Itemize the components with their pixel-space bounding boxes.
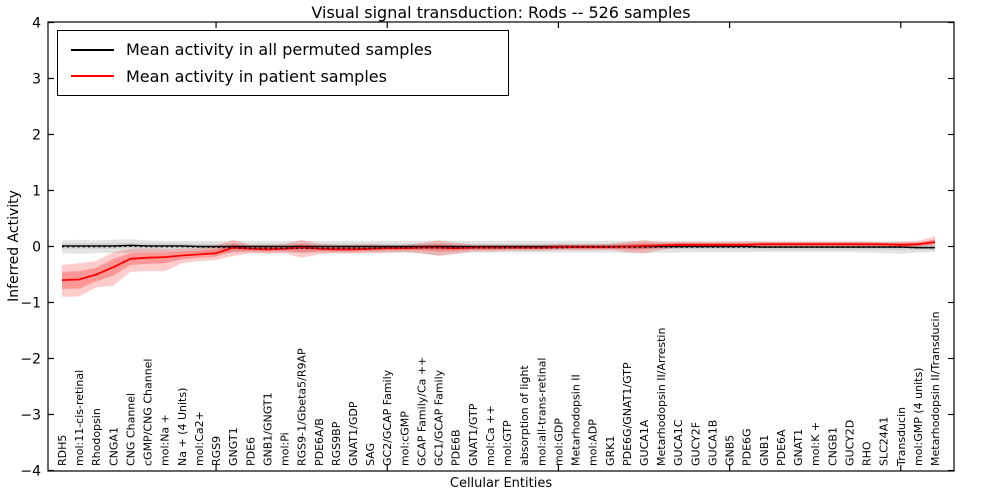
x-category-label: GNB5 [724, 435, 737, 466]
x-category-label: mol:Ca2+ [193, 411, 206, 466]
x-category-label: GNAT1/GTP [467, 403, 480, 466]
x-category-label: PDE6A/B [313, 418, 326, 466]
x-category-label: GNAT1 [792, 429, 805, 466]
y-tick-label: −2 [20, 352, 41, 368]
x-category-label: RGS9BP [330, 421, 343, 466]
legend-label-patient: Mean activity in patient samples [126, 66, 387, 86]
x-category-label: mol:Pi [279, 432, 292, 466]
x-category-label: GCAP Family/Ca ++ [415, 357, 428, 466]
x-category-label: SAG [364, 443, 377, 466]
x-category-label: GUCA1B [706, 420, 719, 466]
patient-outer-band [62, 236, 935, 297]
y-tick-label: 4 [32, 16, 41, 32]
x-category-label: cGMP/CNG Channel [142, 359, 155, 467]
x-category-label: GRK1 [604, 436, 617, 466]
permuted-line-swatch [71, 48, 114, 51]
x-category-label: mol:Ca ++ [484, 405, 497, 466]
x-category-label: GNB1 [758, 435, 771, 466]
y-tick-label: 1 [32, 184, 41, 200]
x-category-label: mol:GTP [501, 420, 514, 466]
x-category-label: Metarhodopsin II/Arrestin [655, 328, 668, 466]
x-category-label: RGS9 [210, 436, 223, 466]
y-tick-label: 2 [32, 128, 41, 144]
x-category-label: Metarhodopsin II/Transducin [929, 311, 942, 466]
y-tick-label: −4 [20, 464, 41, 480]
x-category-label: PDE6 [244, 437, 257, 466]
x-category-label: Metarhodopsin II [570, 374, 583, 466]
y-tick-label: 3 [32, 72, 41, 88]
x-category-label: GNGT1 [227, 427, 240, 466]
x-category-label: Na + (4 Units) [176, 388, 189, 466]
x-category-label: GNAT1/GDP [347, 401, 360, 466]
x-category-label: CNGA1 [107, 427, 120, 466]
legend: Mean activity in all permuted samples Me… [57, 30, 509, 96]
legend-label-permuted: Mean activity in all permuted samples [126, 40, 433, 60]
x-category-label: CNG Channel [124, 393, 137, 466]
y-tick-label: −1 [20, 296, 41, 312]
x-category-label: mol:cGMP [398, 411, 411, 466]
x-category-label: mol:K + [809, 422, 822, 466]
x-category-label: PDE6A [775, 429, 788, 466]
x-category-label: GUCA1A [638, 419, 651, 466]
x-category-label: RDH5 [56, 435, 69, 466]
x-category-label: Rhodopsin [90, 408, 103, 466]
patient-mean-line [61, 241, 936, 281]
permuted-mean-line [62, 244, 935, 249]
x-category-label: mol:GMP (4 units) [912, 368, 925, 466]
x-category-label: GC1/GCAP Family [433, 369, 446, 466]
x-category-label: mol:11-cis-retinal [73, 370, 86, 466]
x-category-label: PDE6B [450, 429, 463, 466]
x-category-label: RGS9-1/Gbeta5/R9AP [296, 348, 309, 466]
x-category-label: mol:ADP [587, 419, 600, 466]
y-axis-label: Inferred Activity [6, 190, 22, 302]
legend-entry-patient: Mean activity in patient samples [58, 67, 508, 86]
x-category-label: RHO [861, 441, 874, 466]
patient-line-swatch [71, 75, 114, 78]
x-category-label: GUCY2D [843, 420, 856, 466]
y-tick-label: −3 [20, 408, 41, 424]
x-category-label: GC2/GCAP Family [381, 369, 394, 466]
chart-title: Visual signal transduction: Rods -- 526 … [311, 3, 691, 22]
x-axis-label: Cellular Entities [449, 476, 553, 491]
x-category-label: absorption of light [518, 365, 531, 466]
x-category-label: mol:GDP [552, 418, 565, 466]
legend-entry-permuted: Mean activity in all permuted samples [58, 40, 508, 59]
x-category-label: Transducin [895, 407, 908, 467]
x-category-label: GUCA1C [672, 419, 685, 466]
x-category-label: GUCY2F [689, 422, 702, 466]
x-category-label: GNB1/GNGT1 [261, 392, 274, 466]
x-category-label: SLC24A1 [878, 417, 891, 466]
x-category-label: CNGB1 [826, 427, 839, 466]
x-category-label: PDE6G [741, 428, 754, 466]
x-category-label: mol:all-trans-retinal [535, 358, 548, 466]
x-category-label: PDE6G/GNAT1/GTP [621, 362, 634, 466]
y-tick-label: 0 [32, 240, 41, 256]
x-category-label: mol:Na + [159, 414, 172, 466]
